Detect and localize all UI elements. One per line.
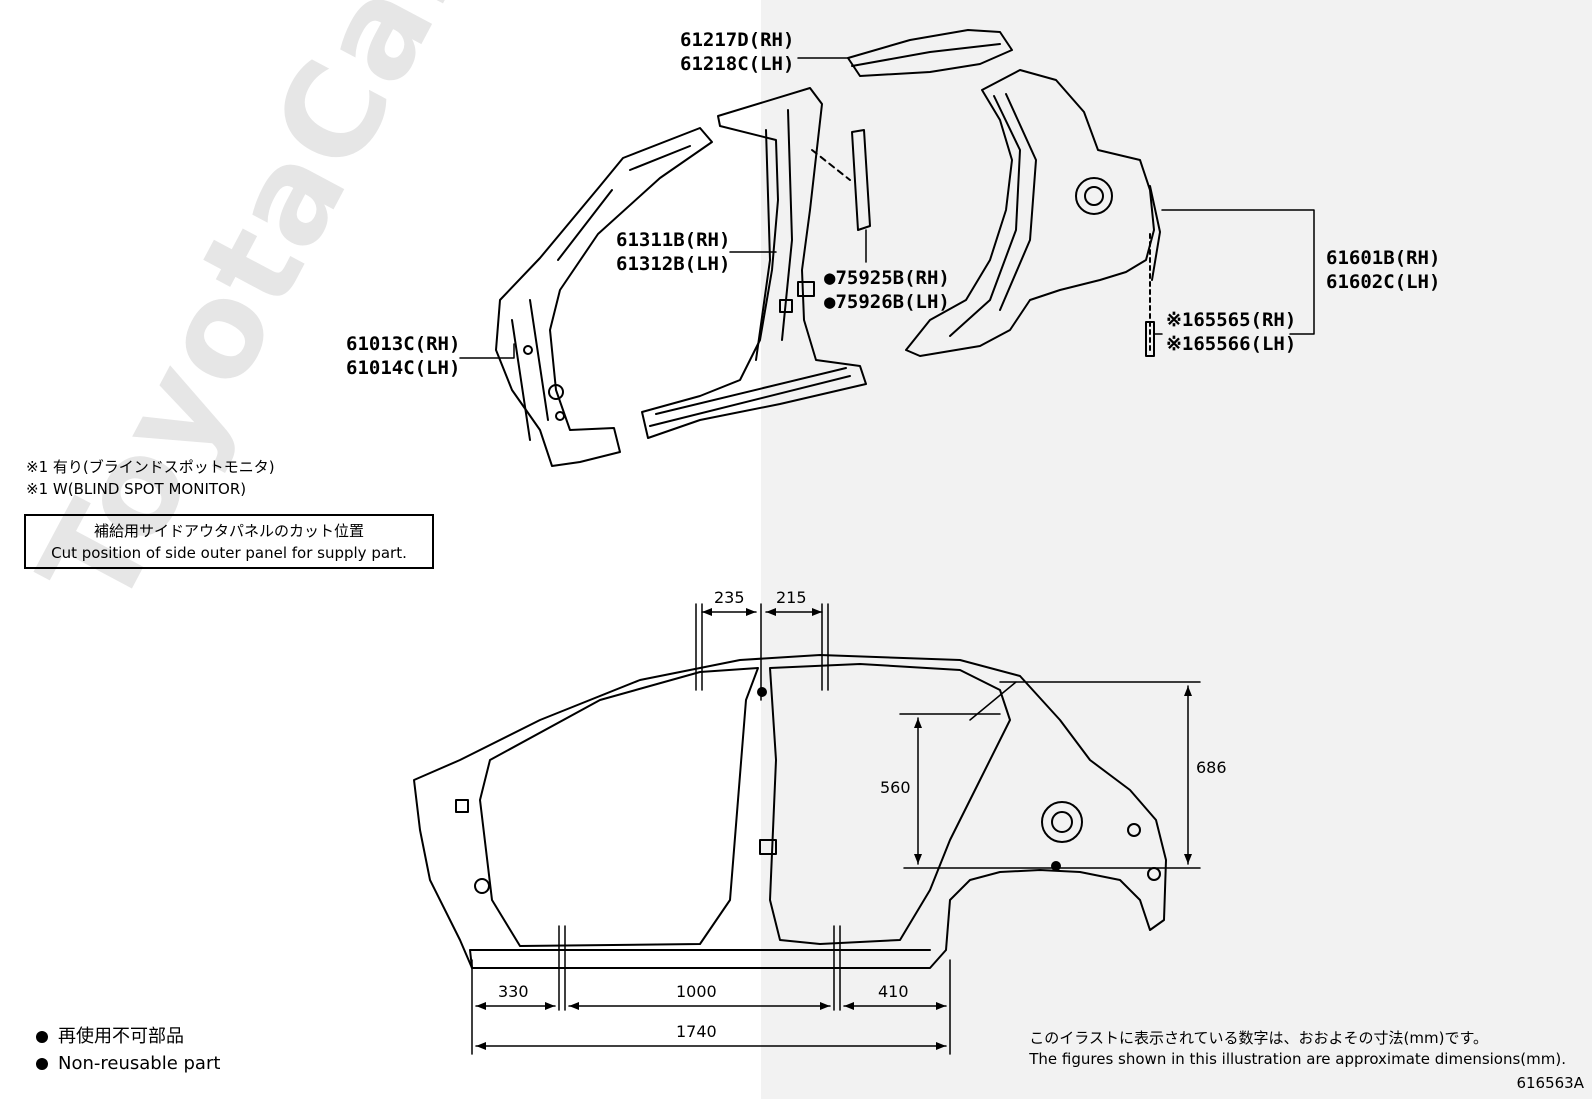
dimension-lines bbox=[471, 603, 1201, 1055]
dim-560: 560 bbox=[880, 778, 911, 797]
dim-235: 235 bbox=[714, 588, 745, 607]
dim-410: 410 bbox=[878, 982, 909, 1001]
shaded-background bbox=[761, 0, 1592, 1099]
pillar-garnish-part bbox=[811, 129, 871, 231]
dimension-footnote: このイラストに表示されている数字は、おおよその寸法(mm)です。 The fig… bbox=[1029, 1029, 1566, 1068]
label-roof-side-rail: 61217D(RH) 61218C(LH) bbox=[680, 29, 795, 75]
dim-215: 215 bbox=[776, 588, 807, 607]
side-outer-panel bbox=[413, 654, 1167, 969]
figure-code: 616563A bbox=[1516, 1074, 1584, 1092]
label-center-pillar: 61311B(RH) 61312B(LH) bbox=[616, 229, 731, 275]
dim-686: 686 bbox=[1196, 758, 1227, 777]
dim-330: 330 bbox=[498, 982, 529, 1001]
cut-position-box: 補給用サイドアウタパネルのカット位置 Cut position of side … bbox=[24, 514, 434, 569]
bullet-icon bbox=[36, 1057, 48, 1070]
legend: 再使用不可部品 Non-reusable part bbox=[36, 1023, 220, 1077]
legend-item-jp: 再使用不可部品 bbox=[36, 1023, 220, 1050]
legend-item-en: Non-reusable part bbox=[36, 1050, 220, 1077]
quarter-panel-part bbox=[905, 69, 1161, 357]
dim-1000: 1000 bbox=[676, 982, 717, 1001]
dimension-arrows bbox=[476, 608, 1192, 1050]
dim-1740: 1740 bbox=[676, 1022, 717, 1041]
blind-spot-note: ※1 有り(ブラインドスポットモニタ) ※1 W(BLIND SPOT MONI… bbox=[26, 458, 275, 498]
bullet-icon bbox=[36, 1030, 48, 1043]
label-bracket: ※165565(RH) ※165566(LH) bbox=[1166, 309, 1297, 355]
label-quarter-panel: 61601B(RH) 61602C(LH) bbox=[1326, 247, 1441, 293]
label-front-pillar: 61013C(RH) 61014C(LH) bbox=[346, 333, 461, 379]
label-pillar-garnish: ●75925B(RH) ●75926B(LH) bbox=[824, 267, 950, 313]
roof-side-rail-part bbox=[847, 29, 1013, 77]
center-pillar-part bbox=[641, 87, 867, 439]
front-pillar-part bbox=[495, 127, 713, 467]
leader-lines bbox=[459, 57, 1315, 359]
